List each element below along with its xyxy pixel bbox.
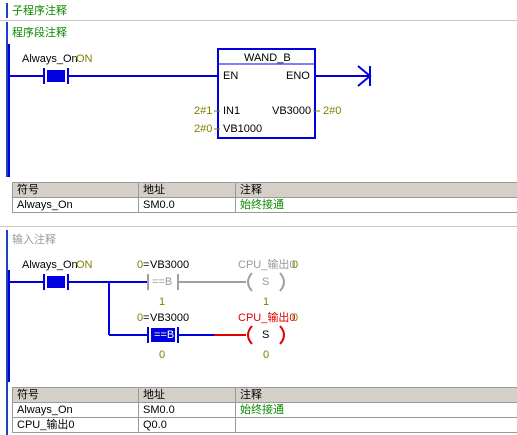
compare-top-operand: VB3000 bbox=[150, 259, 190, 271]
coil-bottom-type: S bbox=[262, 329, 270, 341]
wand-b-eno: ENO bbox=[286, 70, 310, 82]
wand-b-box[interactable] bbox=[217, 48, 316, 139]
wand-b-out-pin: VB3000 bbox=[272, 105, 312, 117]
address-cell: Q0.0 bbox=[138, 417, 236, 433]
network2-contact[interactable] bbox=[43, 274, 69, 290]
compare-top-op: ==B bbox=[152, 276, 173, 288]
comment-cell: 始终接通 bbox=[235, 402, 517, 418]
address-header: 地址 bbox=[138, 387, 236, 403]
symbol-header: 符号 bbox=[12, 182, 139, 198]
symbol-cell: Always_On bbox=[12, 197, 139, 213]
comment-header: 注释 bbox=[235, 182, 517, 198]
network2-symbol-table: 符号 地址 注释 Always_On SM0.0 始终接通 CPU_输出0 Q0… bbox=[12, 387, 517, 433]
divider bbox=[0, 226, 517, 227]
network1-symbol-table: 符号 地址 注释 Always_On SM0.0 始终接通 bbox=[12, 182, 517, 213]
wand-b-in2-value[interactable]: 2#0 bbox=[194, 123, 213, 135]
coil-top-count: 1 bbox=[263, 296, 270, 308]
coil-top-value: 0 bbox=[292, 259, 299, 271]
address-cell: SM0.0 bbox=[138, 197, 236, 213]
coil-top-name: CPU_输出0 bbox=[238, 259, 296, 271]
network1-left-rail bbox=[6, 22, 8, 177]
table-row[interactable]: Always_On SM0.0 始终接通 bbox=[12, 402, 517, 418]
coil-top-type: S bbox=[262, 276, 270, 288]
coil-bottom-count: 0 bbox=[263, 349, 270, 361]
compare-bottom-operand: VB3000 bbox=[150, 312, 190, 324]
network2-contact-state: ON bbox=[76, 259, 93, 271]
wand-b-en: EN bbox=[223, 70, 239, 82]
compare-bottom-value: 0 bbox=[137, 312, 144, 324]
wand-b-in2-pin: VB1000 bbox=[223, 123, 263, 135]
coil-top[interactable] bbox=[247, 272, 285, 292]
comment-header: 注释 bbox=[235, 387, 517, 403]
symbol-cell: Always_On bbox=[12, 402, 139, 418]
coil-bottom[interactable] bbox=[247, 325, 285, 345]
network2-contact-name: Always_On bbox=[22, 259, 78, 271]
comment-accent bbox=[6, 3, 8, 18]
coil-bottom-name: CPU_输出0 bbox=[238, 312, 296, 324]
compare-top-arg: 1 bbox=[159, 296, 166, 308]
table-row[interactable]: CPU_输出0 Q0.0 bbox=[12, 417, 517, 433]
comment-cell: 始终接通 bbox=[235, 197, 517, 213]
address-header: 地址 bbox=[138, 182, 236, 198]
network1-contact[interactable] bbox=[43, 68, 69, 84]
compare-bottom-arg: 0 bbox=[159, 349, 166, 361]
wand-b-out-value[interactable]: 2#0 bbox=[323, 105, 342, 117]
network1-contact-state: ON bbox=[76, 53, 93, 65]
symbol-cell: CPU_输出0 bbox=[12, 417, 139, 433]
compare-top-value: 0 bbox=[137, 259, 144, 271]
table-row[interactable]: Always_On SM0.0 始终接通 bbox=[12, 197, 517, 213]
network1-comment[interactable]: 程序段注释 bbox=[12, 27, 67, 39]
wand-b-in1-value[interactable]: 2#1 bbox=[194, 105, 213, 117]
address-cell: SM0.0 bbox=[138, 402, 236, 418]
subroutine-comment-bar[interactable]: 子程序注释 bbox=[0, 0, 517, 20]
comment-cell bbox=[235, 417, 517, 433]
wand-b-title: WAND_B bbox=[244, 52, 291, 64]
network2-comment[interactable]: 输入注释 bbox=[12, 234, 56, 246]
symbol-header: 符号 bbox=[12, 387, 139, 403]
subroutine-comment[interactable]: 子程序注释 bbox=[12, 5, 67, 17]
compare-bottom-op: ==B bbox=[154, 329, 175, 341]
network2-left-rail bbox=[6, 230, 8, 435]
coil-bottom-value: 0 bbox=[292, 312, 299, 324]
network1-contact-name: Always_On bbox=[22, 53, 78, 65]
divider bbox=[0, 20, 517, 21]
wand-b-in1-pin: IN1 bbox=[223, 105, 241, 117]
